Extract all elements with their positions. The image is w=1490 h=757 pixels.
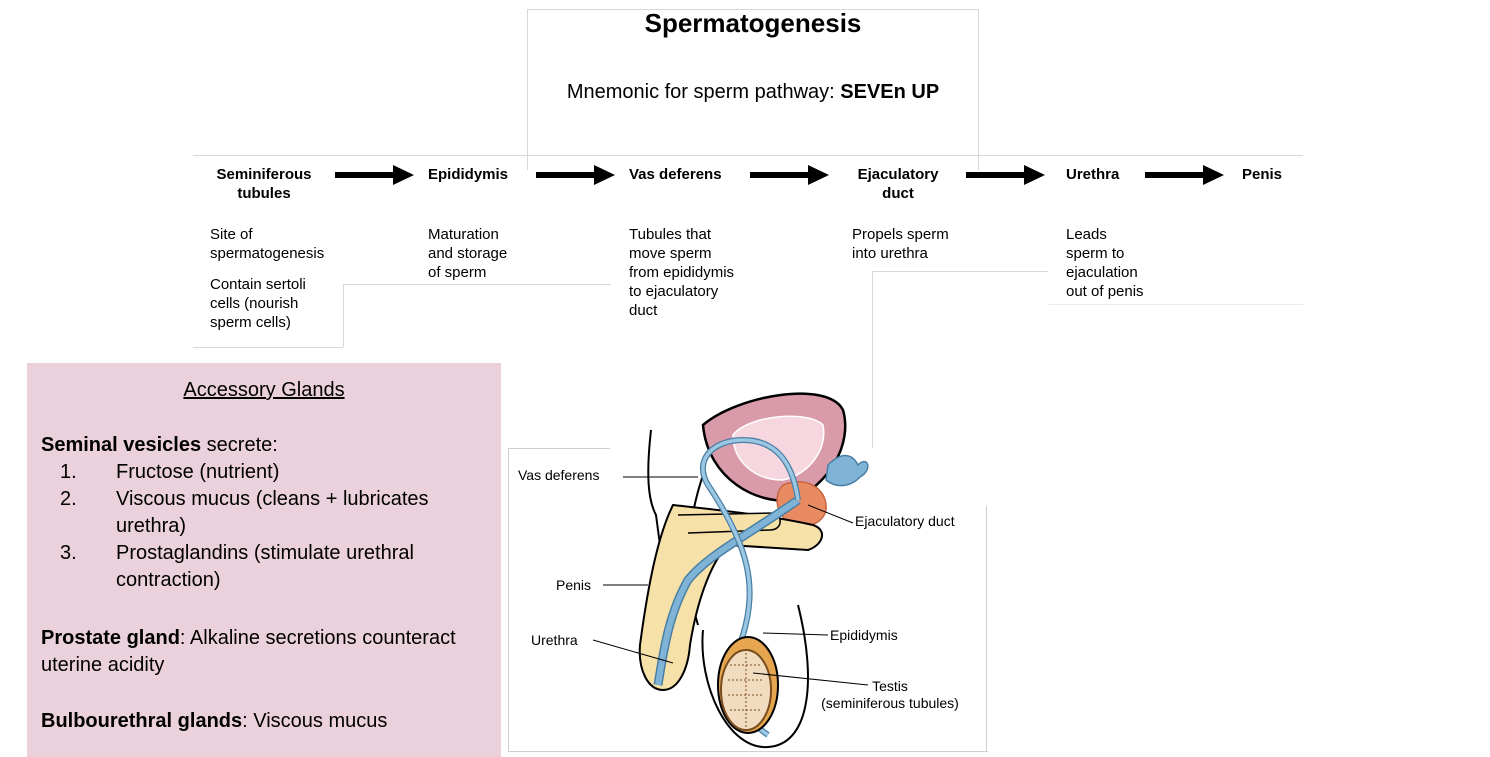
label-testis-sub: (seminiferous tubules) (821, 695, 959, 711)
bulbourethral-line: Bulbourethral glands: Viscous mucus (41, 708, 387, 735)
label-ejaculatory-duct: Ejaculatory duct (855, 513, 955, 529)
arrow-icon (1145, 165, 1224, 185)
accessory-title: Accessory Glands (183, 379, 345, 401)
prostate-shape (776, 481, 827, 527)
desc-line: move sperm (629, 245, 712, 262)
desc-line: sperm cells) (210, 314, 291, 331)
desc-divider (1049, 304, 1303, 305)
step-urethra-name: Urethra (1066, 166, 1120, 183)
step-seminiferous-name: Seminiferous tubules (205, 165, 323, 203)
step-vas-deferens-desc: Tubules that move sperm from epididymis … (629, 225, 734, 320)
desc-line: spermatogenesis (210, 245, 325, 262)
desc-line: Contain sertoli (210, 276, 306, 293)
step-urethra-desc: Leads sperm to ejaculation out of penis (1066, 225, 1144, 301)
desc-divider (193, 347, 343, 348)
desc-line: Tubules that (629, 226, 711, 243)
desc-line: Propels sperm (852, 226, 949, 243)
reproductive-anatomy-illustration (592, 392, 869, 749)
desc-line: from epididymis (629, 264, 735, 281)
desc-divider (343, 284, 344, 347)
desc-line: of sperm (428, 264, 487, 281)
diagram-border (986, 506, 987, 751)
bulbo-bold: Bulbourethral glands (41, 710, 243, 732)
label-vas-deferens: Vas deferens (518, 467, 600, 483)
arrow-icon (335, 165, 414, 185)
desc-line: into urethra (852, 245, 928, 262)
prostate-bold: Prostate gland (41, 627, 180, 649)
list-number: 1. (60, 461, 77, 483)
step-ejaculatory-line1: Ejaculatory (857, 166, 939, 183)
desc-line: Maturation (428, 226, 499, 243)
page-title: Spermatogenesis (644, 8, 862, 38)
mnemonic-text: Mnemonic for sperm pathway: SEVEn UP (528, 81, 978, 104)
step-penis-name: Penis (1242, 166, 1283, 183)
desc-line: Site of (210, 226, 253, 243)
desc-divider (872, 271, 1048, 272)
mnemonic-emphasis: SEVEn UP (840, 81, 940, 103)
label-epididymis: Epididymis (830, 627, 898, 643)
seminal-bold: Seminal vesicles (41, 434, 202, 456)
list-item: Fructose (nutrient) (116, 461, 280, 483)
step-seminiferous-line1: Seminiferous (216, 166, 312, 183)
prostate-rest: : Alkaline secretions counteract uterine… (41, 627, 456, 676)
list-item: Viscous mucus (cleans + lubricates ureth… (116, 488, 429, 537)
scrotum-outline (701, 604, 809, 749)
desc-line: out of penis (1066, 283, 1144, 300)
bulbo-rest: : Viscous mucus (242, 710, 388, 732)
desc-line: Leads (1066, 226, 1107, 243)
desc-divider (872, 271, 873, 506)
label-testis-main: Testis (872, 678, 908, 694)
diagram-border (508, 448, 610, 449)
mnemonic-prefix: Mnemonic for sperm pathway: (566, 81, 841, 103)
desc-line: to ejaculatory (629, 283, 719, 300)
step-epididymis-name: Epididymis (428, 166, 509, 183)
step-epididymis-desc: Maturation and storage of sperm (428, 225, 507, 282)
label-urethra: Urethra (531, 632, 578, 648)
desc-divider (343, 284, 611, 285)
arrow-icon (750, 165, 829, 185)
title-box (527, 9, 979, 170)
step-seminiferous-desc: Site of spermatogenesis Contain sertoli … (210, 225, 324, 332)
desc-line: sperm to (1066, 245, 1125, 262)
penis-shape (638, 503, 823, 692)
prostate-line: Prostate gland: Alkaline secretions coun… (41, 625, 481, 679)
arrow-icon (536, 165, 615, 185)
label-penis: Penis (556, 577, 592, 593)
list-number: 3. (60, 542, 77, 564)
step-ejaculatory-line2: duct (882, 185, 914, 202)
step-seminiferous-line2: tubules (237, 185, 291, 202)
step-ejaculatory-desc: Propels sperm into urethra (852, 225, 949, 263)
pathway-box (193, 155, 1303, 156)
step-ejaculatory-name: Ejaculatory duct (850, 165, 946, 203)
desc-line: and storage (428, 245, 508, 262)
desc-line: duct (629, 302, 658, 319)
seminal-vesicles-line: Seminal vesicles secrete: (41, 432, 278, 459)
seminal-rest: secrete: (201, 434, 278, 456)
list-number: 2. (60, 488, 77, 510)
step-vas-deferens-name: Vas deferens (629, 166, 722, 183)
list-item: Prostaglandins (stimulate urethral contr… (116, 542, 414, 591)
desc-line: ejaculation (1066, 264, 1138, 281)
seminal-vesicle-shape (825, 454, 869, 487)
accessory-glands-panel: Accessory Glands Seminal vesicles secret… (27, 363, 501, 757)
arrow-icon (966, 165, 1045, 185)
desc-line: cells (nourish (210, 295, 299, 312)
label-testis: Testis (seminiferous tubules) (806, 678, 974, 712)
